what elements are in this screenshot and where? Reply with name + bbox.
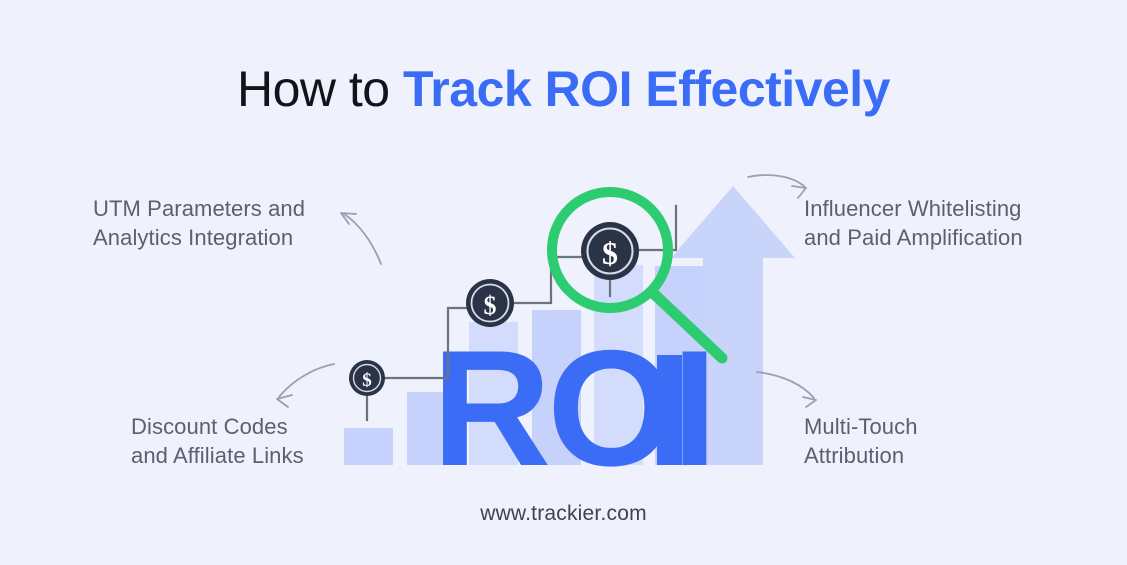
label-multi-touch-attribution: Multi-Touch Attribution (804, 414, 918, 468)
svg-text:$: $ (602, 235, 618, 271)
svg-text:$: $ (484, 291, 497, 320)
magnifier-icon (547, 187, 728, 364)
svg-text:$: $ (362, 370, 372, 391)
curved-arrows (276, 174, 817, 408)
page-title-plain: How to (237, 61, 404, 117)
page-title: How to Track ROI Effectively (0, 64, 1127, 114)
coin-icon-2: $ (466, 279, 514, 327)
growth-arrow-icon (671, 186, 795, 465)
label-discount-codes: Discount Codes and Affiliate Links (131, 414, 304, 468)
coin-icon-3: $ (581, 222, 639, 280)
arrow-bottom-left-icon (276, 363, 335, 408)
page-title-accent: Track ROI Effectively (403, 61, 890, 117)
arrow-top-left-icon (340, 212, 382, 265)
highlight-bar (657, 355, 682, 465)
arrow-top-right-icon (747, 174, 807, 199)
roi-wordmark: ROI (432, 316, 713, 500)
label-influencer-whitelisting: Influencer Whitelisting and Paid Amplifi… (804, 196, 1023, 250)
step-connector-line (365, 204, 678, 422)
label-utm-parameters: UTM Parameters and Analytics Integration (93, 196, 306, 250)
arrow-bottom-right-icon (756, 371, 817, 408)
footer-website-url: www.trackier.com (480, 502, 647, 525)
coin-icon-1: $ (349, 360, 385, 396)
bar-chart-bars (344, 265, 704, 465)
